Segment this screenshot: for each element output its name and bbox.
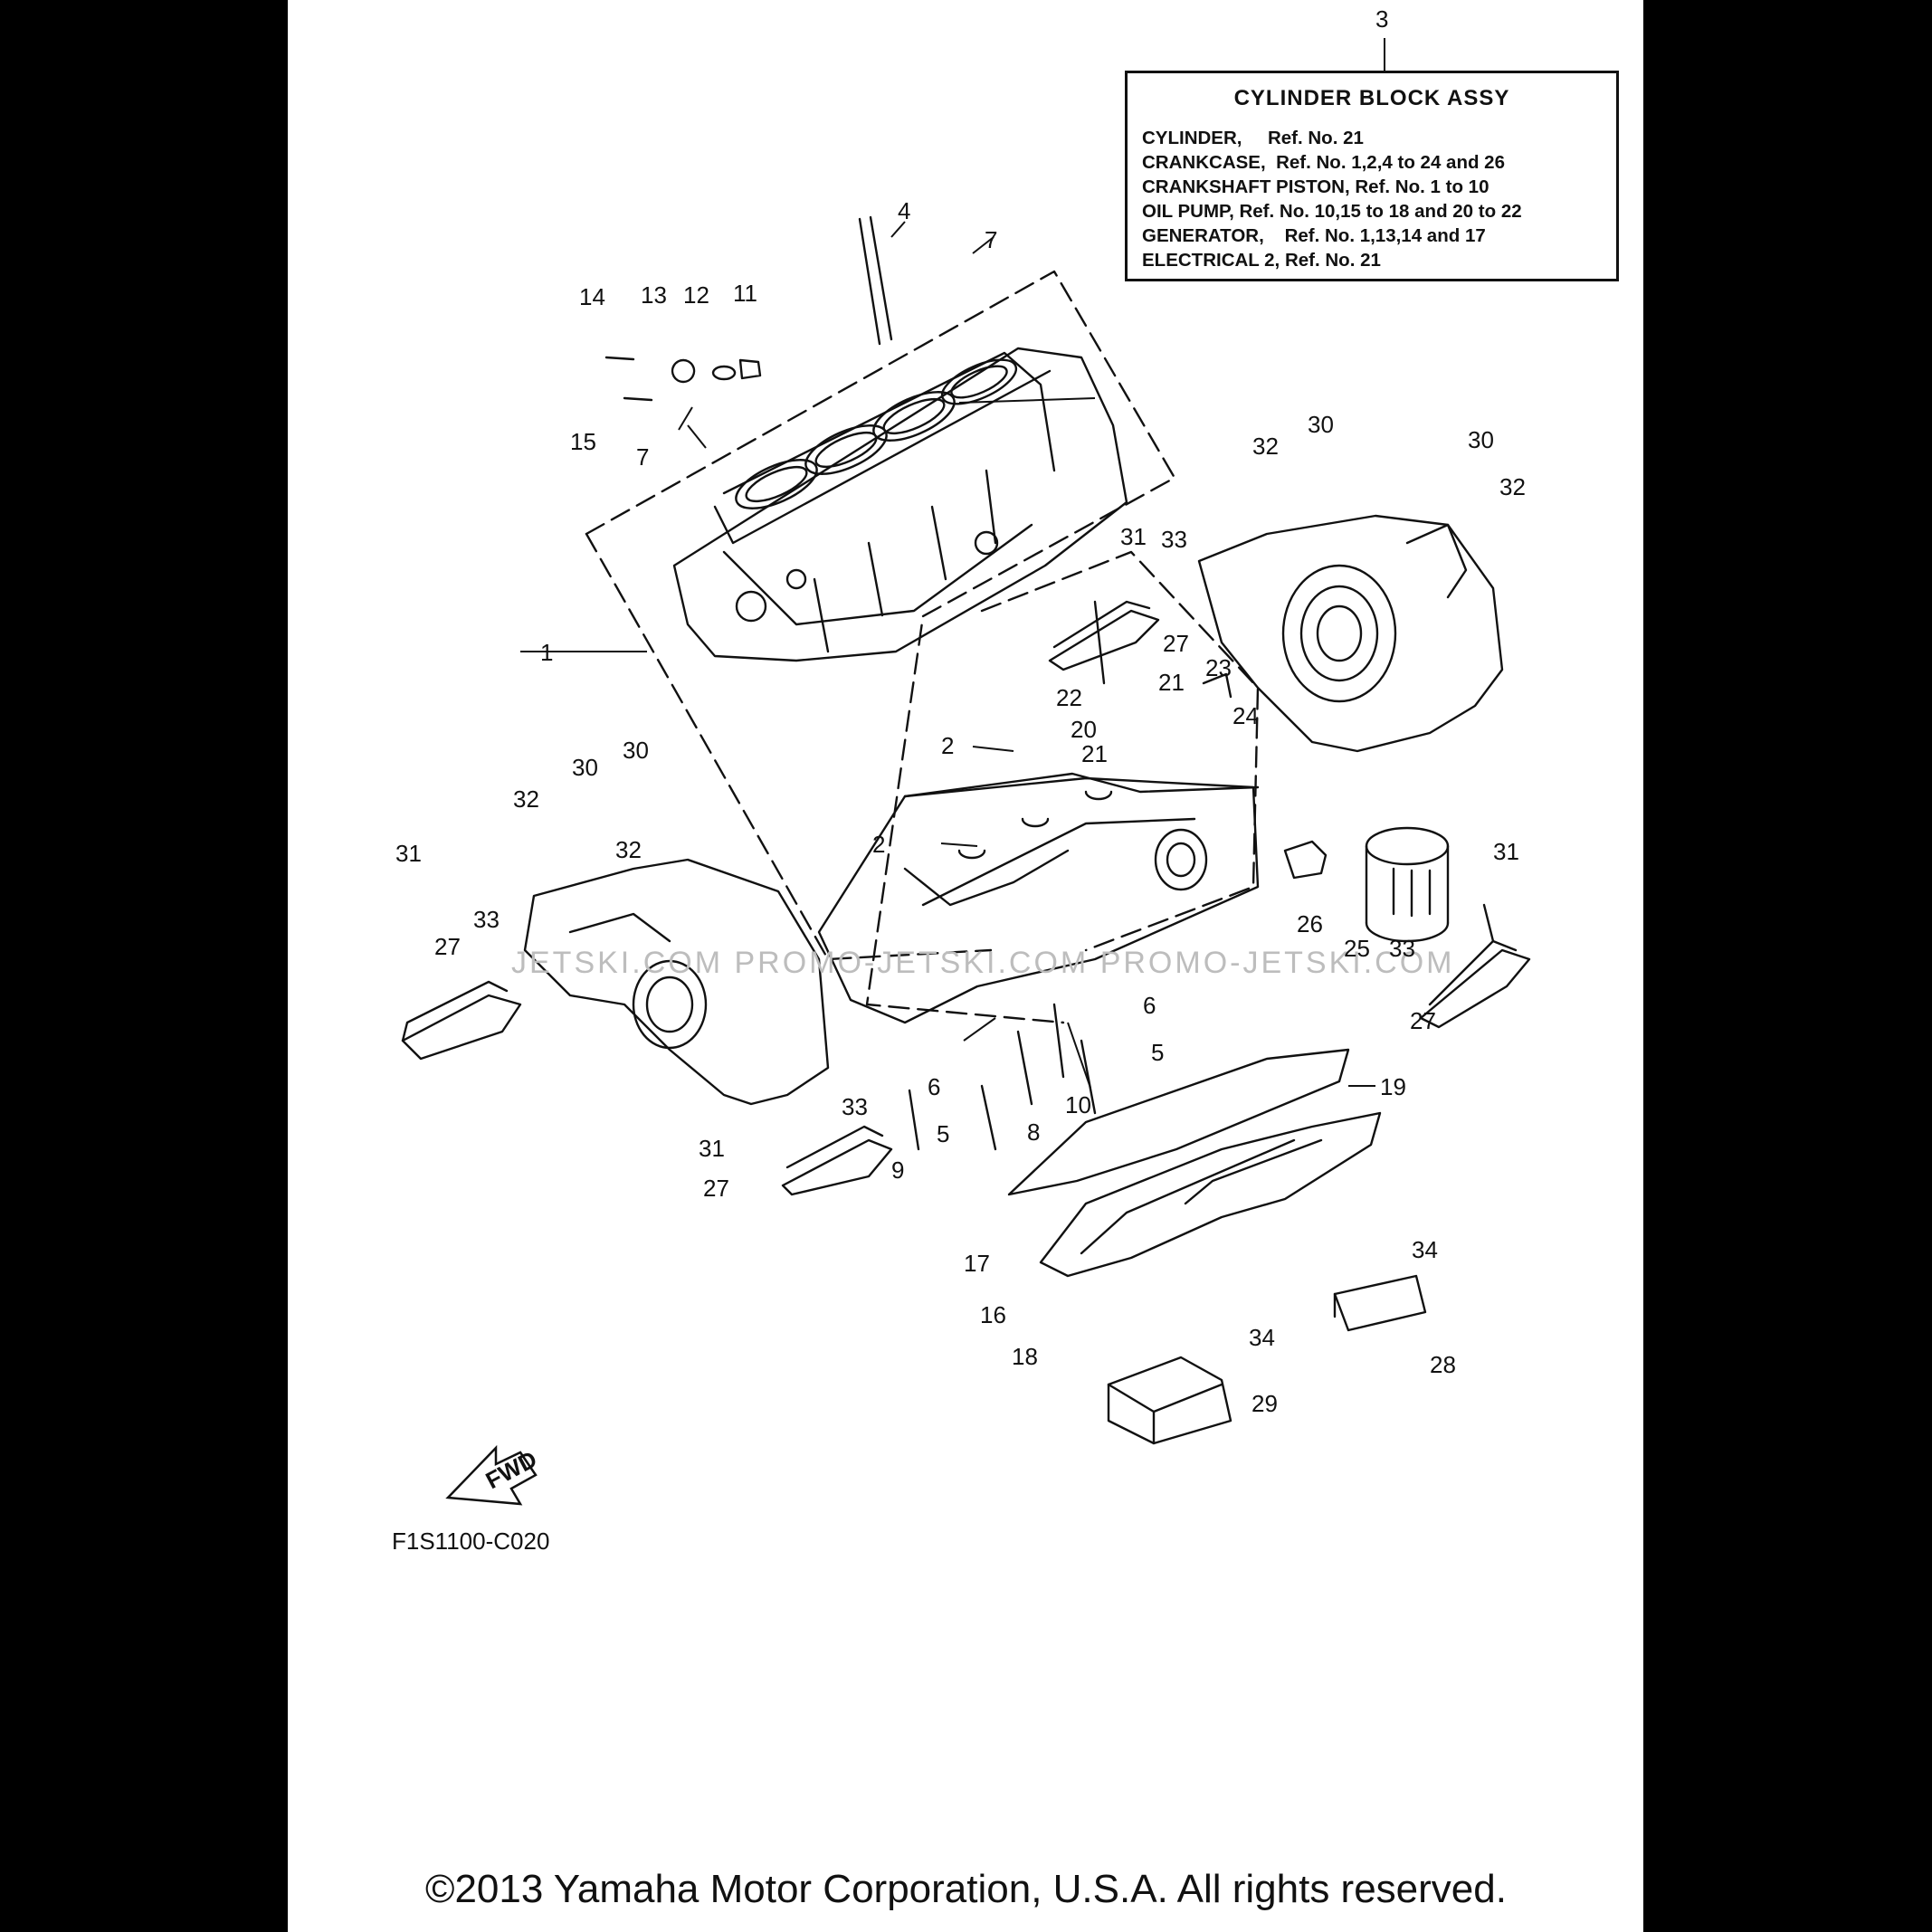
ref-6: 6 xyxy=(928,1073,940,1100)
ref-9: 9 xyxy=(891,1156,904,1184)
watermark: JETSKI.COM PROMO-JETSKI.COM PROMO-JETSKI… xyxy=(511,946,1454,980)
ref-15: 15 xyxy=(570,428,596,455)
oil-pan xyxy=(1039,1111,1382,1278)
ref-33: 33 xyxy=(842,1093,868,1120)
ref-31: 31 xyxy=(1120,523,1147,550)
ref-number-labels: 1 2 2 4 5 5 6 6 7 7 8 9 10 11 12 13 14 1… xyxy=(395,197,1526,1417)
ref-12: 12 xyxy=(683,281,709,309)
ref-22: 22 xyxy=(1056,684,1082,711)
ref-21: 21 xyxy=(1158,669,1185,696)
leader-lines xyxy=(520,38,1385,1089)
damper-29 xyxy=(1107,1356,1232,1445)
cylinder-block-dashed-frame xyxy=(585,270,1176,1024)
ref-30: 30 xyxy=(623,737,649,764)
ref-21: 21 xyxy=(1081,740,1108,767)
ref-32: 32 xyxy=(1499,473,1526,500)
assy-box-title: CYLINDER BLOCK ASSY xyxy=(1233,86,1510,110)
ref-10: 10 xyxy=(1065,1091,1091,1118)
ref-24: 24 xyxy=(1232,702,1259,729)
copyright-notice: ©2013 Yamaha Motor Corporation, U.S.A. A… xyxy=(425,1867,1507,1911)
ref-27: 27 xyxy=(703,1175,729,1202)
cylinder-block-assy-box: CYLINDER BLOCK ASSY CYLINDER, Ref. No. 2… xyxy=(1125,71,1619,281)
assy-line: CRANKCASE, Ref. No. 1,2,4 to 24 and 26 xyxy=(1142,152,1505,173)
ref-34: 34 xyxy=(1249,1324,1275,1351)
engine-mount-upper xyxy=(1048,600,1160,671)
ref-20: 20 xyxy=(1071,716,1097,743)
ref-25: 25 xyxy=(1344,935,1370,962)
ref-32: 32 xyxy=(615,836,642,863)
oil-pan-gasket xyxy=(1007,1048,1350,1196)
ref-30: 30 xyxy=(1308,411,1334,438)
assy-line: ELECTRICAL 2, Ref. No. 21 xyxy=(1142,250,1381,271)
ref-7: 7 xyxy=(985,226,997,253)
cylinder-block xyxy=(672,347,1128,662)
assy-line: GENERATOR, Ref. No. 1,13,14 and 17 xyxy=(1142,225,1486,246)
ref-27: 27 xyxy=(1163,630,1189,657)
assy-line: OIL PUMP, Ref. No. 10,15 to 18 and 20 to… xyxy=(1142,201,1522,222)
ref-32: 32 xyxy=(1252,433,1279,460)
stud-4 xyxy=(858,215,893,346)
cylinder-block-dashed-frame-lower xyxy=(585,532,993,961)
ref-30: 30 xyxy=(1468,426,1494,453)
ref-8: 8 xyxy=(1027,1118,1040,1146)
ref-27: 27 xyxy=(434,933,461,960)
ref-16: 16 xyxy=(980,1301,1006,1328)
ref-27: 27 xyxy=(1410,1007,1436,1034)
ref-7: 7 xyxy=(636,443,649,471)
ref-32: 32 xyxy=(513,785,539,813)
ref-33: 33 xyxy=(1161,526,1187,553)
ref-31: 31 xyxy=(699,1135,725,1162)
housing-right xyxy=(1197,514,1504,753)
ref-2: 2 xyxy=(941,732,954,759)
ref-11: 11 xyxy=(733,280,757,307)
ref-34: 34 xyxy=(1412,1236,1438,1263)
crankcase xyxy=(817,772,1260,1024)
assy-box-lines: CYLINDER, Ref. No. 21 CRANKCASE, Ref. No.… xyxy=(1142,126,1522,272)
ref-5: 5 xyxy=(1151,1039,1164,1066)
bolts xyxy=(604,356,1495,1151)
ref-23: 23 xyxy=(1205,654,1232,681)
oil-filter-union xyxy=(1283,840,1328,880)
crankcase-dashed-frame xyxy=(980,550,1260,952)
assy-line: CRANKSHAFT PISTON, Ref. No. 1 to 10 xyxy=(1142,176,1489,197)
ref-17: 17 xyxy=(964,1250,990,1277)
ref-14: 14 xyxy=(579,283,605,310)
diagram-code: F1S1100-C020 xyxy=(392,1528,550,1555)
ref-18: 18 xyxy=(1012,1343,1038,1370)
ref-5: 5 xyxy=(937,1120,949,1147)
ref-6: 6 xyxy=(1143,992,1156,1019)
ref-26: 26 xyxy=(1297,910,1323,937)
ref-31: 31 xyxy=(395,840,422,867)
ref-30: 30 xyxy=(572,754,598,781)
assy-ref-no: 3 xyxy=(1375,5,1389,33)
ref-29: 29 xyxy=(1252,1390,1278,1417)
engine-mount-left-upper xyxy=(401,980,522,1061)
ref-31: 31 xyxy=(1493,838,1519,865)
ref-33: 33 xyxy=(473,906,500,933)
ref-19: 19 xyxy=(1380,1073,1406,1100)
engine-mount-left-lower xyxy=(781,1125,893,1196)
ref-4: 4 xyxy=(898,197,910,224)
ref-1: 1 xyxy=(540,639,553,666)
ref-13: 13 xyxy=(641,281,667,309)
fwd-arrow xyxy=(445,1444,538,1506)
ref-33: 33 xyxy=(1389,935,1415,962)
assy-line: CYLINDER, Ref. No. 21 xyxy=(1142,128,1364,148)
damper-28 xyxy=(1333,1274,1427,1332)
oil-filter xyxy=(1365,826,1450,943)
ref-2: 2 xyxy=(872,831,885,858)
ref-28: 28 xyxy=(1430,1351,1456,1378)
generator-cover-left xyxy=(523,858,830,1106)
